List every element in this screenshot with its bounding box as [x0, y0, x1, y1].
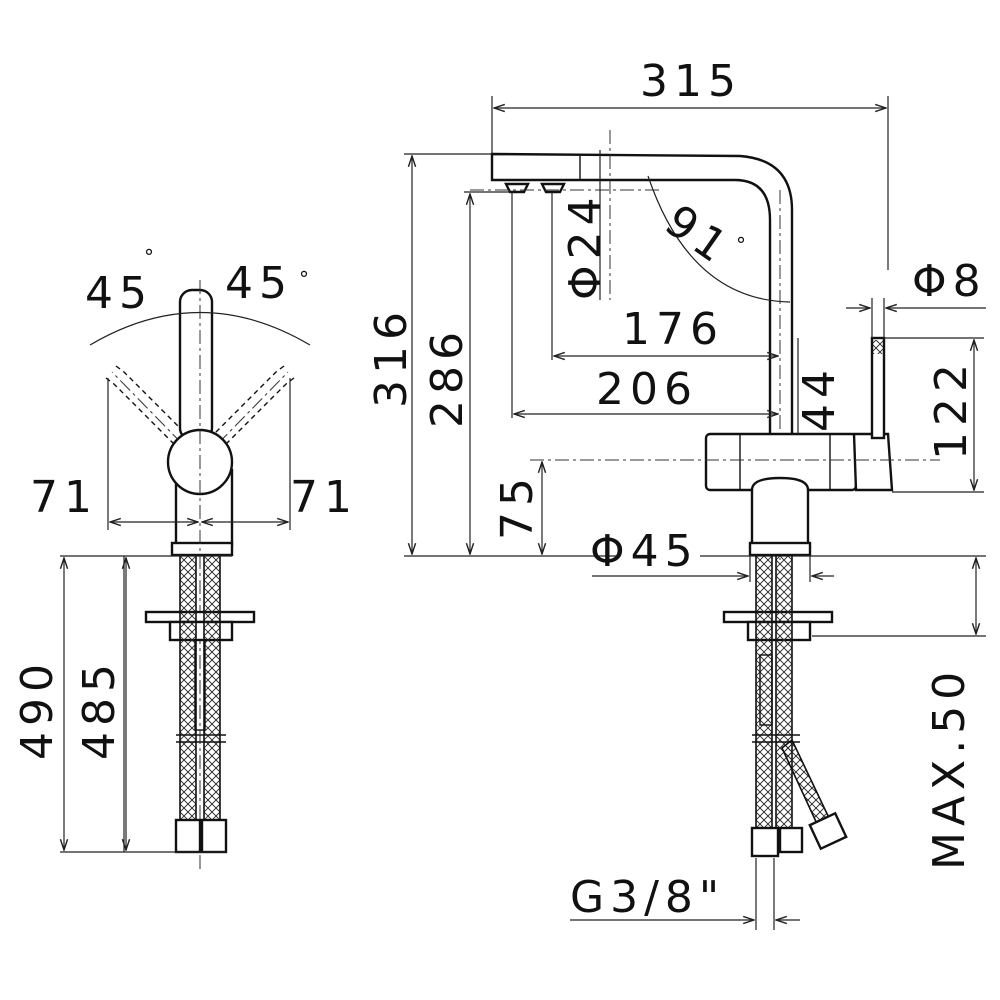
- hose-side-1: [755, 554, 773, 846]
- base-ring-front: [170, 541, 234, 557]
- dim-206-label: 206: [596, 364, 698, 415]
- dim-44-label: 44: [794, 364, 845, 432]
- angle-left-label: 45: [85, 268, 153, 319]
- base-diameter-label: Φ45: [590, 526, 699, 577]
- dim-122-label: 122: [926, 358, 977, 460]
- rod-front: [194, 639, 206, 731]
- angle-right-label: 45: [225, 258, 293, 309]
- lever-side: [870, 336, 886, 440]
- hose-side-2: [775, 554, 793, 846]
- neck-side: [750, 476, 810, 547]
- width-right-label: 71: [290, 472, 358, 523]
- hose-front-left: [179, 554, 197, 836]
- thread-label: G3/8": [570, 872, 725, 923]
- width-left-label: 71: [30, 472, 98, 523]
- fitting-side-1: [750, 826, 780, 858]
- dim-176-label: 176: [622, 304, 724, 355]
- hose-front-right: [203, 554, 221, 836]
- height-total-label: 316: [366, 306, 417, 408]
- fitting-front-left: [174, 818, 202, 854]
- bend-radius-label: 91: [656, 195, 741, 276]
- lever-diameter-label: Φ8: [912, 256, 987, 307]
- degree-mark-radius: °: [736, 233, 746, 257]
- spout-diameter-label: Φ24: [560, 191, 611, 300]
- nozzle-2: [540, 182, 566, 194]
- rod-side: [759, 654, 773, 726]
- mount-plate-front: [144, 610, 256, 624]
- degree-mark-left: °: [144, 245, 154, 269]
- degree-mark-right: °: [299, 267, 309, 291]
- height-inner-label: 485: [74, 658, 125, 760]
- max-deck-label: MAX.50: [924, 666, 975, 870]
- reach-label: 315: [640, 56, 742, 107]
- side-view: 315 91 ° Φ24 316 286 176 206: [366, 56, 987, 930]
- fitting-side-angled: [808, 811, 848, 851]
- dim-75-label: 75: [492, 472, 543, 540]
- front-view: 45 ° 45 ° 71 71 490 485: [12, 245, 358, 870]
- height-outer-label: 490: [12, 658, 63, 760]
- height-spout-label: 286: [422, 326, 473, 428]
- nozzle-1: [504, 182, 530, 194]
- fitting-side-2: [778, 826, 804, 854]
- lever-base-side: [852, 432, 894, 492]
- fitting-front-right: [200, 818, 228, 854]
- base-ring-side: [748, 541, 812, 557]
